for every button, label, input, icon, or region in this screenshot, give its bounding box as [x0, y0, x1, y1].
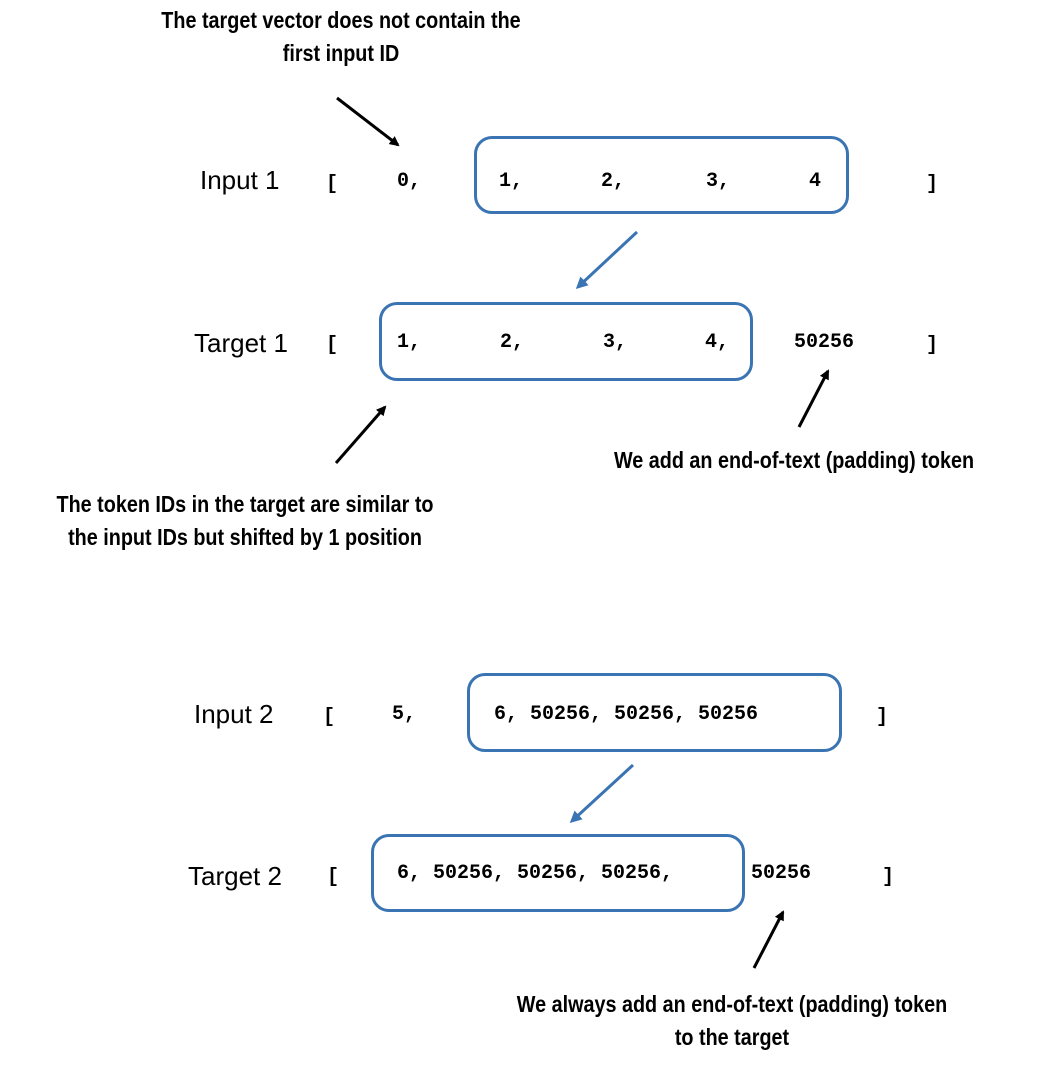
input2-open-bracket: [ [323, 706, 336, 729]
target2-padding-token: 50256 [751, 862, 812, 885]
input1-label: Input 1 [200, 165, 280, 195]
arrow-shift [334, 405, 387, 464]
input1-token: 4 [809, 170, 822, 193]
annotation-top-line2: first input ID [282, 40, 400, 67]
annotation-bottom-line1: We always add an end-of-text (padding) t… [516, 991, 948, 1017]
target1-token: 3, [603, 331, 628, 354]
annotation-bottom-line2: to the target [674, 1024, 790, 1051]
annotation-shift: The token IDs in the target are similar … [30, 488, 460, 555]
annotation-shift-line2: the input IDs but shifted by 1 position [68, 524, 422, 551]
target2-open-bracket: [ [327, 866, 340, 889]
input2-first-token: 5, [392, 703, 417, 726]
target1-token: 2, [500, 331, 525, 354]
input2-boxed-tokens: 6, 50256, 50256, 50256 [494, 703, 759, 726]
target1-close-bracket: ] [926, 334, 939, 357]
target2-close-bracket: ] [882, 866, 895, 889]
target2-boxed-tokens: 6, 50256, 50256, 50256, [397, 862, 674, 885]
input2-label: Input 2 [194, 699, 274, 729]
annotation-shift-line1: The token IDs in the target are similar … [56, 491, 434, 517]
annotation-top: The target vector does not contain the f… [126, 4, 556, 71]
target2-label: Target 2 [188, 861, 282, 891]
target1-open-bracket: [ [326, 334, 339, 357]
input1-first-token: 0, [397, 170, 422, 193]
input2-box [467, 673, 842, 752]
input1-open-bracket: [ [326, 173, 339, 196]
annotation-bottom: We always add an end-of-text (padding) t… [491, 988, 973, 1055]
input1-box [474, 136, 849, 214]
arrow-padding2 [752, 910, 785, 969]
input1-close-bracket: ] [926, 173, 939, 196]
input1-token: 2, [601, 170, 626, 193]
target1-token: 1, [397, 331, 422, 354]
arrow-padding1 [797, 369, 830, 428]
input1-token: 3, [706, 170, 731, 193]
target1-padding-token: 50256 [794, 331, 855, 354]
arrow-input1-to-target1 [575, 230, 639, 290]
target1-token: 4, [705, 331, 730, 354]
arrow-top-annotation [336, 96, 400, 147]
input2-close-bracket: ] [876, 706, 889, 729]
input1-token: 1, [499, 170, 524, 193]
target1-box [379, 302, 753, 381]
annotation-top-line1: The target vector does not contain the [161, 7, 521, 33]
annotation-padding1: We add an end-of-text (padding) token [613, 447, 975, 473]
target2-box [371, 834, 745, 912]
target1-label: Target 1 [194, 328, 288, 358]
arrow-input2-to-target2 [569, 763, 635, 824]
